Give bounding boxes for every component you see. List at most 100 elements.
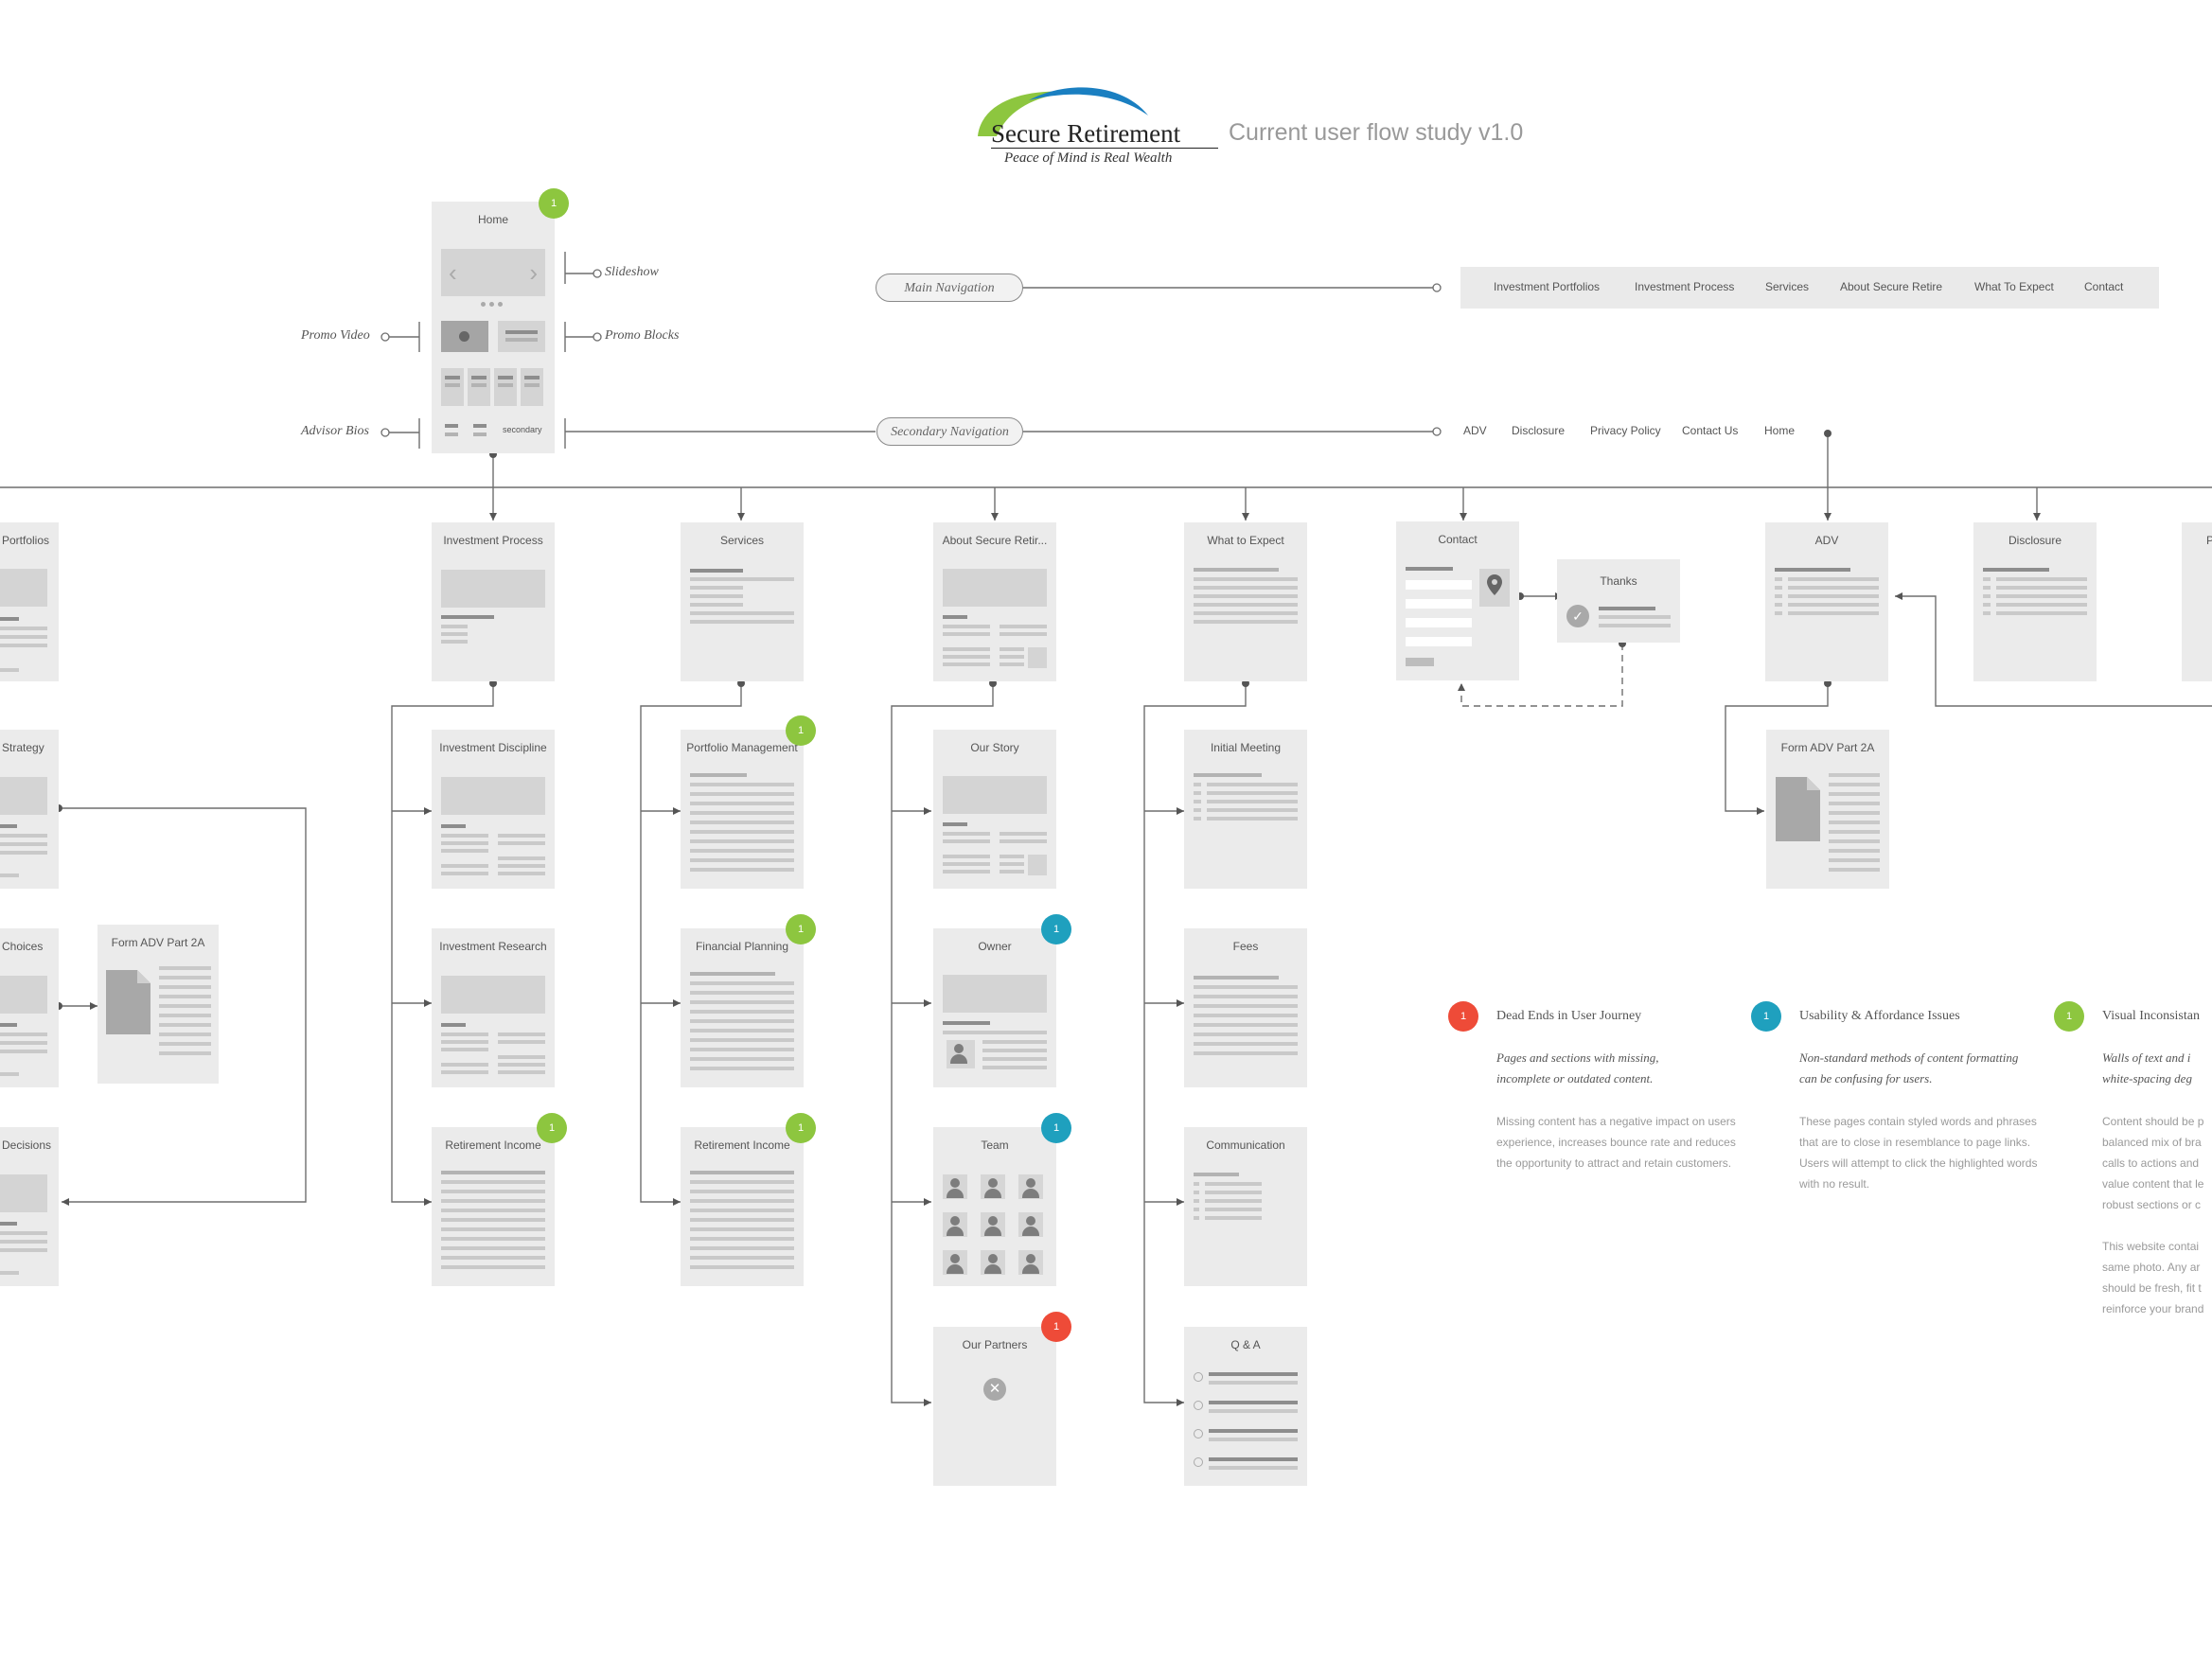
retirement-income-a-badge: 1 (537, 1113, 567, 1143)
submit-placeholder (1406, 658, 1434, 666)
promo-blocks-label: Promo Blocks (605, 328, 680, 343)
team-avatar-icon (981, 1250, 1005, 1275)
legend-visual-body-line: balanced mix of bra (2102, 1136, 2202, 1149)
question-bullet-icon (1194, 1457, 1203, 1467)
legend-visual-body-line: This website contai (2102, 1240, 2200, 1253)
team-avatar-icon (1018, 1174, 1043, 1199)
main-navigation-pill: Main Navigation (876, 274, 1023, 302)
fees-page-card: Fees (1184, 928, 1307, 1087)
secondary-navigation-pill: Secondary Navigation (876, 417, 1023, 446)
legend-usability-title: Usability & Affordance Issues (1799, 1009, 1960, 1023)
nav-investment-process[interactable]: Investment Process (1635, 280, 1735, 293)
chevron-left-icon: ‹ (449, 258, 457, 287)
owner-badge: 1 (1041, 914, 1071, 944)
logo: Secure Retirement Peace of Mind is Real … (972, 83, 1218, 170)
team-avatar-icon (981, 1174, 1005, 1199)
map-pin-icon (1487, 574, 1502, 595)
legend-usability-subtitle: Non-standard methods of content formatti… (1799, 1050, 2019, 1085)
qa-page-card: Q & A (1184, 1327, 1307, 1486)
document-icon (1776, 777, 1820, 841)
team-avatar-icon (943, 1250, 967, 1275)
promo-block-placeholder (498, 321, 545, 352)
disclosure-page-card: Disclosure (1973, 522, 2097, 681)
initial-meeting-page-card: Initial Meeting (1184, 730, 1307, 889)
secnav-contact-us[interactable]: Contact Us (1682, 424, 1739, 437)
legend-visual-body-line: same photo. Any ar (2102, 1261, 2201, 1274)
portfolio-management-badge: 1 (786, 715, 816, 746)
team-avatar-icon (943, 1174, 967, 1199)
privacy-partial-page-card: P (2182, 522, 2212, 681)
legend-dead-ends-title: Dead Ends in User Journey (1496, 1009, 1642, 1023)
document-icon (106, 970, 150, 1034)
play-icon (459, 331, 469, 342)
home-badge: 1 (539, 188, 569, 219)
form-adv-right-page-card: Form ADV Part 2A (1766, 730, 1889, 889)
check-icon: ✓ (1566, 605, 1589, 627)
home-page-card: Home ‹ › secondary (432, 202, 555, 453)
legend-dead-ends-badge: 1 (1448, 1001, 1478, 1032)
legend-dead-ends-body: Missing content has a negative impact on… (1496, 1115, 1736, 1170)
legend-dead-ends-subtitle: Pages and sections with missing, incompl… (1496, 1050, 1659, 1085)
legend-visual-subtitle-line: Walls of text and i (2102, 1050, 2191, 1065)
legend-visual-body-line: reinforce your brand (2102, 1302, 2204, 1315)
decisions-page-card: Decisions (0, 1127, 59, 1286)
secnav-privacy-policy[interactable]: Privacy Policy (1590, 424, 1661, 437)
missing-content-icon: ✕ (983, 1378, 1006, 1401)
contact-page-card: Contact (1396, 521, 1519, 680)
form-field (1406, 637, 1472, 646)
question-bullet-icon (1194, 1429, 1203, 1438)
communication-page-card: Communication (1184, 1127, 1307, 1286)
secnav-home[interactable]: Home (1764, 424, 1796, 437)
owner-avatar-icon (947, 1040, 975, 1068)
form-field (1406, 599, 1472, 609)
our-partners-badge: 1 (1041, 1312, 1071, 1342)
team-avatar-icon (1018, 1212, 1043, 1237)
slideshow-placeholder: ‹ › (441, 249, 545, 296)
form-adv-left-page-card: Form ADV Part 2A (97, 925, 219, 1084)
legend-visual-subtitle-line: white-spacing deg (2102, 1071, 2192, 1085)
legend-visual-body-line: Content should be p (2102, 1115, 2204, 1128)
adv-page-card: ADV (1765, 522, 1888, 681)
team-page-card: Team (933, 1127, 1056, 1286)
legend-usability-body: These pages contain styled words and phr… (1799, 1115, 2038, 1191)
legend-visual-badge: 1 (2054, 1001, 2084, 1032)
legend-visual-body-line: calls to actions and (2102, 1156, 2200, 1170)
legend-visual-body-line: value content that le (2102, 1177, 2204, 1191)
page-subtitle: Current user flow study v1.0 (1229, 119, 1524, 146)
legend-visual-body-line: robust sections or c (2102, 1198, 2202, 1211)
what-to-expect-page-card: What to Expect (1184, 522, 1307, 681)
nav-investment-portfolios[interactable]: Investment Portfolios (1494, 280, 1601, 293)
secnav-adv[interactable]: ADV (1463, 424, 1487, 437)
logo-name: Secure Retirement (991, 119, 1181, 148)
legend-visual-title: Visual Inconsistan (2102, 1009, 2200, 1023)
owner-page-card: Owner (933, 928, 1056, 1087)
our-story-page-card: Our Story (933, 730, 1056, 889)
slideshow-dots (481, 302, 509, 308)
investment-discipline-page-card: Investment Discipline (432, 730, 555, 889)
services-page-card: Services (681, 522, 804, 681)
choices-page-card: Choices (0, 928, 59, 1087)
strategy-page-card: Strategy (0, 730, 59, 889)
promo-video-placeholder (441, 321, 488, 352)
investment-process-page-card: Investment Process (432, 522, 555, 681)
nav-services[interactable]: Services (1765, 280, 1810, 293)
retirement-income-a-page-card: Retirement Income (432, 1127, 555, 1286)
question-bullet-icon (1194, 1401, 1203, 1410)
logo-tagline: Peace of Mind is Real Wealth (1004, 150, 1173, 166)
main-navigation-bar: Investment Portfolios Investment Process… (1460, 267, 2159, 309)
nav-about[interactable]: About Secure Retire (1840, 280, 1943, 293)
nav-what-to-expect[interactable]: What To Expect (1974, 280, 2054, 293)
legend-visual-body-line: should be fresh, fit t (2102, 1281, 2202, 1295)
slideshow-label: Slideshow (605, 265, 659, 279)
form-field (1406, 580, 1472, 590)
team-avatar-icon (943, 1212, 967, 1237)
investment-research-page-card: Investment Research (432, 928, 555, 1087)
nav-contact[interactable]: Contact (2084, 280, 2124, 293)
secnav-disclosure[interactable]: Disclosure (1512, 424, 1566, 437)
legend-usability-badge: 1 (1751, 1001, 1781, 1032)
logo-swoosh-icon (978, 87, 1148, 136)
secondary-tag: secondary (503, 425, 542, 434)
retirement-income-b-page-card: Retirement Income (681, 1127, 804, 1286)
advisor-bios-label: Advisor Bios (301, 424, 369, 438)
